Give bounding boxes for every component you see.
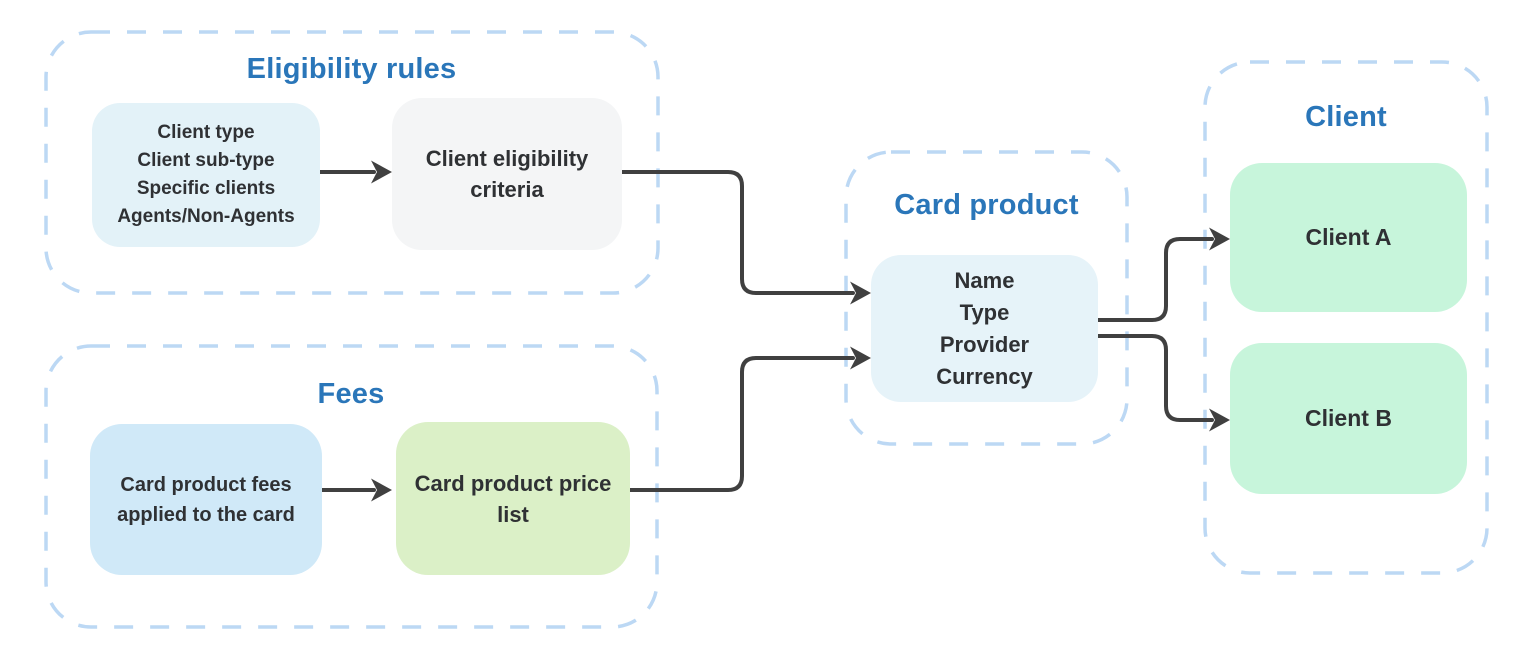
client-b-label: Client B — [1305, 405, 1392, 431]
client-group-border — [1203, 60, 1489, 575]
edge-pricelist-to-cardproduct — [628, 356, 855, 492]
card-product-line: Name — [954, 267, 1015, 293]
client-a-label: Client A — [1305, 224, 1392, 250]
client-eligibility-criteria-node: Client eligibility criteria — [392, 98, 622, 250]
arrowhead-icon — [371, 160, 392, 184]
card-product-group-border — [844, 150, 1129, 446]
client-group-title: Client — [1305, 101, 1387, 133]
arrowhead-icon — [1209, 408, 1230, 432]
arrowhead-icon — [850, 346, 871, 370]
edge-cardproduct-to-clienta — [1096, 237, 1214, 322]
eligibility-input-line: Agents/Non-Agents — [117, 206, 295, 227]
client-a-node: Client A — [1230, 163, 1467, 312]
card-product-group-title: Card product — [894, 189, 1079, 221]
arrowhead-icon — [1209, 227, 1230, 251]
eligibility-group-border — [44, 30, 660, 295]
arrowhead-icon — [371, 478, 392, 502]
client-eligibility-criteria-label: Client eligibility criteria — [425, 146, 589, 202]
eligibility-input-line: Specific clients — [136, 178, 276, 199]
card-product-price-list-label: Card product price list — [414, 470, 612, 527]
card-product-price-list-node: Card product price list — [396, 422, 630, 575]
card-product-line: Provider — [939, 331, 1030, 357]
eligibility-input-line: Client sub-type — [137, 150, 275, 171]
eligibility-group-title: Eligibility rules — [246, 53, 457, 85]
client-b-node: Client B — [1230, 343, 1467, 494]
card-product-line: Currency — [936, 363, 1033, 389]
fees-group-border — [44, 344, 659, 629]
edge-cardproduct-to-clientb — [1096, 334, 1214, 422]
arrowhead-icon — [850, 281, 871, 305]
card-product-node: Name Type Provider Currency — [871, 255, 1098, 402]
card-product-fees-node: Card product fees applied to the card — [90, 424, 322, 575]
card-product-line: Type — [959, 299, 1010, 325]
eligibility-inputs-node: Client type Client sub-type Specific cli… — [92, 103, 320, 247]
edge-criteria-to-cardproduct — [620, 170, 855, 295]
eligibility-input-line: Client type — [157, 122, 255, 143]
fees-group-title: Fees — [317, 378, 385, 410]
card-product-fees-label: Card product fees applied to the card — [117, 473, 295, 526]
